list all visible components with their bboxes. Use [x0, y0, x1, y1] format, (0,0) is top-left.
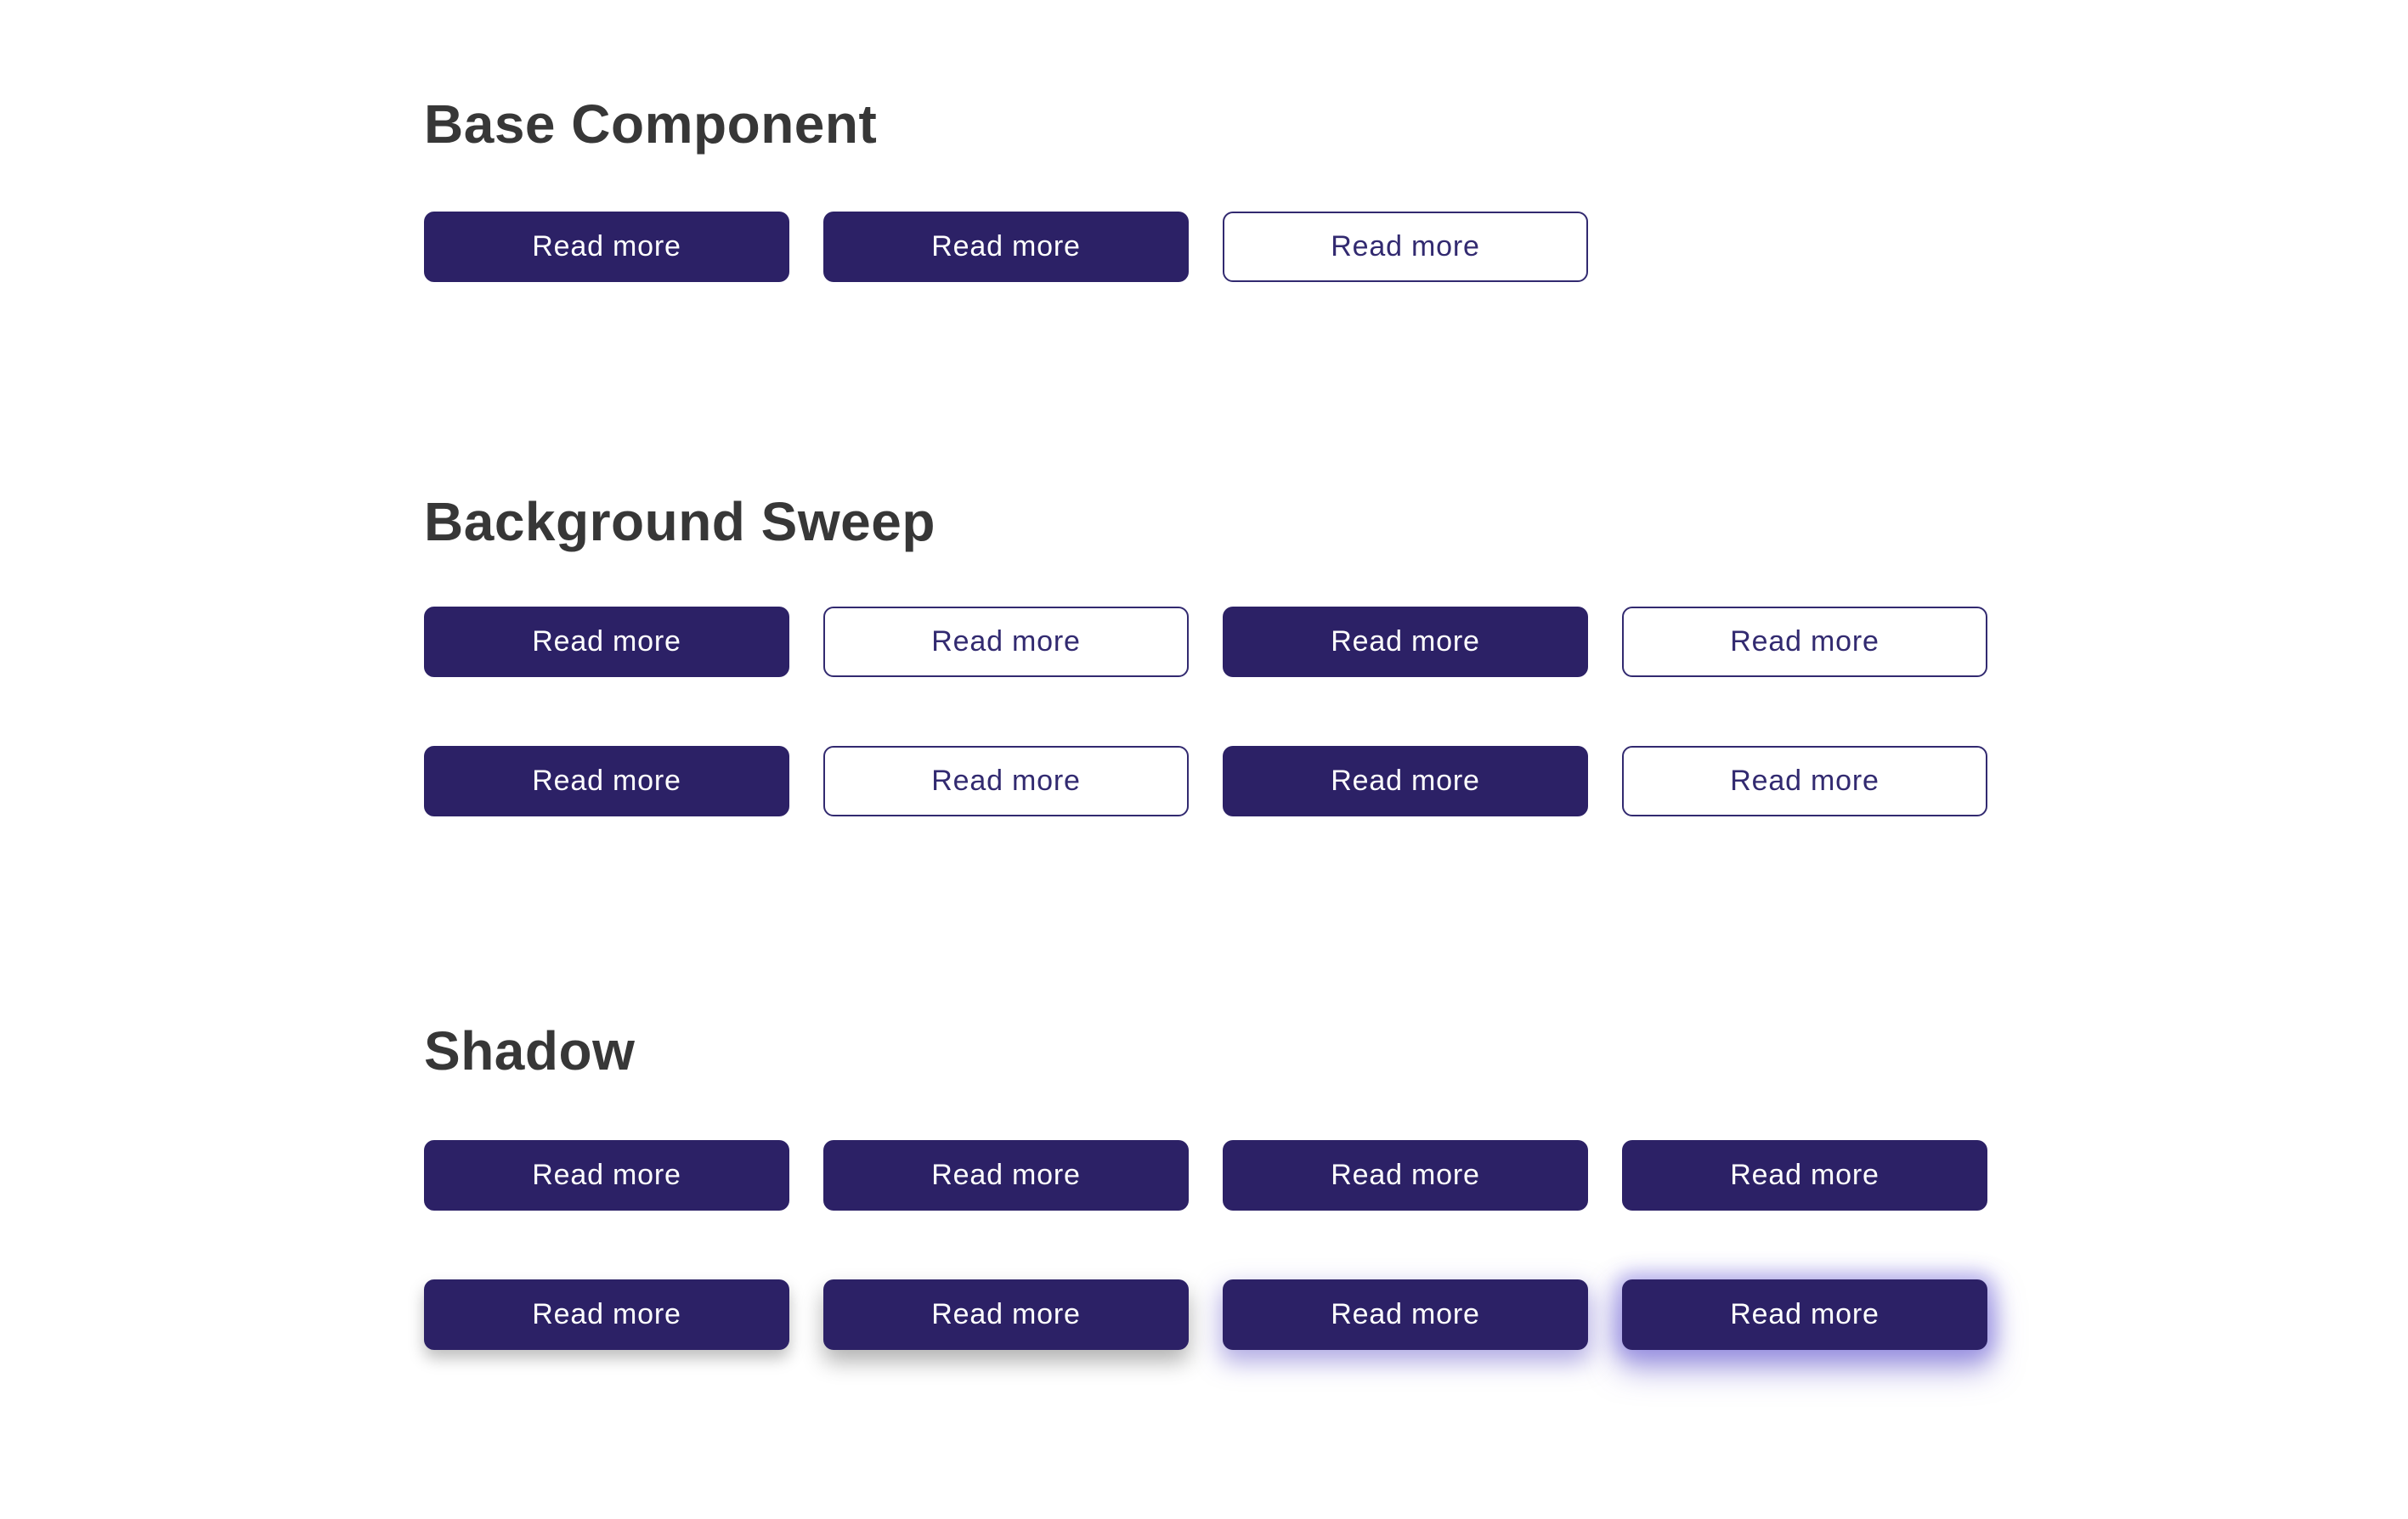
- shadow-row-1: Read more Read more Read more Read more: [424, 1140, 1987, 1211]
- read-more-button-background-sweep-1-4[interactable]: Read more: [1622, 607, 1987, 677]
- section-title-base-component: Base Component: [424, 93, 878, 155]
- read-more-button-shadow-2-1[interactable]: Read more: [424, 1279, 789, 1350]
- section-title-shadow: Shadow: [424, 1020, 636, 1081]
- read-more-button-shadow-2-3[interactable]: Read more: [1223, 1279, 1588, 1350]
- read-more-button-background-sweep-2-4[interactable]: Read more: [1622, 746, 1987, 816]
- read-more-button-shadow-1-1[interactable]: Read more: [424, 1140, 789, 1211]
- read-more-button-background-sweep-2-1[interactable]: Read more: [424, 746, 789, 816]
- read-more-button-shadow-1-4[interactable]: Read more: [1622, 1140, 1987, 1211]
- read-more-button-shadow-1-3[interactable]: Read more: [1223, 1140, 1588, 1211]
- read-more-button-background-sweep-2-2[interactable]: Read more: [823, 746, 1189, 816]
- read-more-button-base-component-1-2[interactable]: Read more: [823, 212, 1189, 282]
- read-more-button-background-sweep-2-3[interactable]: Read more: [1223, 746, 1588, 816]
- read-more-button-base-component-1-1[interactable]: Read more: [424, 212, 789, 282]
- section-title-background-sweep: Background Sweep: [424, 491, 936, 552]
- read-more-button-shadow-2-2[interactable]: Read more: [823, 1279, 1189, 1350]
- background-sweep-row-1: Read more Read more Read more Read more: [424, 607, 1987, 677]
- read-more-button-background-sweep-1-2[interactable]: Read more: [823, 607, 1189, 677]
- read-more-button-shadow-2-4[interactable]: Read more: [1622, 1279, 1987, 1350]
- read-more-button-shadow-1-2[interactable]: Read more: [823, 1140, 1189, 1211]
- base-component-row-1: Read more Read more Read more: [424, 212, 1588, 282]
- read-more-button-background-sweep-1-1[interactable]: Read more: [424, 607, 789, 677]
- read-more-button-base-component-1-3[interactable]: Read more: [1223, 212, 1588, 282]
- shadow-row-2: Read more Read more Read more Read more: [424, 1279, 1987, 1350]
- read-more-button-background-sweep-1-3[interactable]: Read more: [1223, 607, 1588, 677]
- background-sweep-row-2: Read more Read more Read more Read more: [424, 746, 1987, 816]
